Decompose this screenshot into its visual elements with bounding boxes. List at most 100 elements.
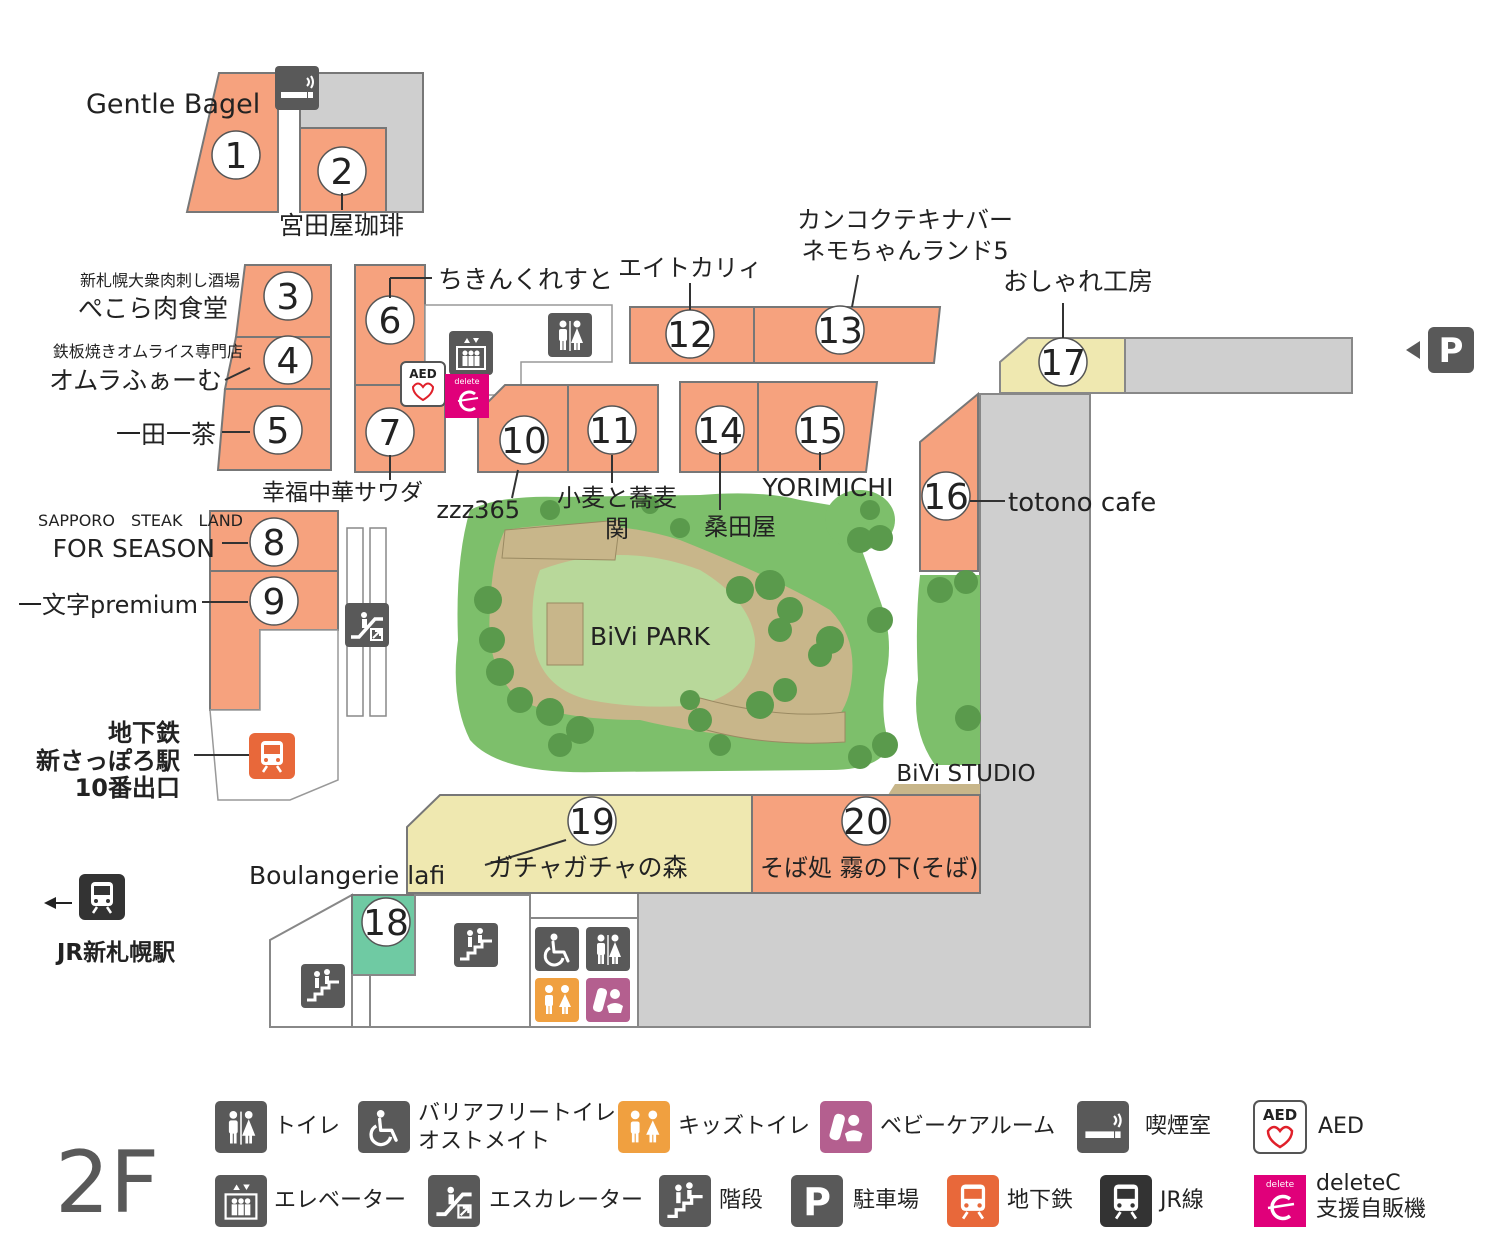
shop-number-11: 11	[589, 411, 635, 452]
legend-parking-label: 駐車場	[853, 1188, 919, 1213]
shop-12-name: エイトカリィ	[618, 254, 762, 282]
shop-number-19: 19	[569, 802, 615, 843]
legend-escalator: エスカレーター	[428, 1175, 643, 1227]
shop-14-name: 桑田屋	[704, 513, 776, 541]
shop-number-circle	[361, 897, 411, 947]
jr-station-label: JR新札幌駅	[55, 939, 175, 966]
legend-parking-letter: P	[803, 1180, 831, 1224]
shop-6-name: ちきんくれすと	[438, 265, 613, 294]
subway-exit-line2: 新さっぽろ駅	[36, 747, 180, 775]
legend-deletec-label2: 支援自販機	[1316, 1197, 1426, 1222]
shop-number-13: 13	[817, 311, 863, 352]
shop-number-1: 1	[225, 136, 248, 177]
floor-label: 2F	[55, 1133, 159, 1233]
shop-7-name: 幸福中華サワダ	[262, 480, 423, 506]
shop-8-sub: SAPPORO STEAK LAND	[38, 511, 243, 530]
subway-exit-line3: 10番出口	[75, 774, 180, 802]
legend-parking: P 駐車場	[791, 1175, 919, 1227]
shop-5-name: 一田一茶	[116, 420, 216, 449]
legend-subway-label: 地下鉄	[1007, 1188, 1073, 1213]
shop-number-16: 16	[923, 477, 969, 518]
aed-text: AED	[409, 367, 436, 381]
shop-number-circle	[263, 271, 313, 321]
legend-accessible-label: バリアフリートイレ	[418, 1101, 616, 1126]
shop-number-18: 18	[363, 903, 409, 944]
shop-number-5: 5	[267, 411, 290, 452]
legend-subway: 地下鉄	[947, 1175, 1073, 1227]
shop-19-name: ガチャガチャの森	[488, 853, 688, 882]
legend-jr-label: JR線	[1158, 1188, 1204, 1213]
shop-13-name2: ネモちゃんランド5	[801, 237, 1008, 265]
bivi-studio-area	[888, 784, 980, 795]
shop-8-name: FOR SEASON	[53, 534, 215, 563]
escalator-icon	[345, 603, 389, 647]
shop-10-name: zzz365	[436, 496, 520, 524]
shop-15-name: YORIMICHI	[762, 473, 894, 502]
shop-18-name: Boulangerie lafi	[249, 861, 445, 890]
shop-number-12: 12	[667, 315, 713, 356]
jr-train-icon	[79, 874, 125, 920]
parking-letter: P	[1439, 331, 1464, 371]
stairs-icon	[454, 923, 498, 967]
shop-number-10: 10	[501, 421, 547, 462]
shop-number-circle	[921, 471, 971, 521]
elevator-icon	[449, 331, 493, 375]
shop-number-circle	[841, 796, 891, 846]
legend-deletec-label: deleteC	[1316, 1171, 1401, 1196]
shop-17-name: おしゃれ工房	[1003, 267, 1153, 296]
legend-restroom-label: トイレ	[274, 1114, 340, 1139]
restroom-icon	[586, 927, 630, 971]
legend-kids-label: キッズトイレ	[678, 1114, 810, 1139]
shop-number-8: 8	[263, 523, 286, 564]
shop-number-circle	[249, 576, 299, 626]
legend-elevator-label: エレベーター	[274, 1188, 406, 1213]
shop-labels: Gentle Bagel 宮田屋珈琲 新札幌大衆肉刺し酒場 ぺこら肉食堂 鉄板焼…	[18, 89, 1156, 966]
shop-number-17: 17	[1040, 343, 1086, 384]
shop-number-circle	[587, 405, 637, 455]
legend-aed-icon-text: AED	[1263, 1106, 1297, 1124]
shop-number-circle	[567, 796, 617, 846]
shop-number-14: 14	[697, 411, 743, 452]
block-19-20	[406, 794, 981, 894]
shop-13-name: カンコクテキナバー	[797, 206, 1013, 234]
shop-number-circle	[815, 305, 865, 355]
shop-3-name: ぺこら肉食堂	[78, 294, 228, 323]
legend: 2F トイレ バリアフリートイレ オストメイト キッズトイレ ベビーケアルーム …	[55, 1100, 1426, 1233]
shop-number-6: 6	[379, 301, 402, 342]
shop-number-15: 15	[797, 411, 843, 452]
legend-smoking-room: 喫煙室	[1077, 1101, 1211, 1153]
shop-number-circle	[211, 130, 261, 180]
legend-restroom: トイレ	[215, 1101, 340, 1153]
subway-icon	[249, 733, 295, 779]
shop-number-7: 7	[379, 413, 402, 454]
delete-text: delete	[454, 377, 479, 386]
parking-icon: P	[1406, 327, 1474, 373]
baby-room-icon	[586, 978, 630, 1022]
kids-restroom-icon	[535, 978, 579, 1022]
park-label: BiVi PARK	[590, 622, 710, 651]
restroom-icon	[548, 313, 592, 357]
leader-lines	[194, 193, 1064, 866]
legend-stairs-label: 階段	[719, 1188, 763, 1213]
deletec-icon: delete	[445, 374, 489, 418]
bivi-park	[455, 490, 981, 773]
shop-number-circle	[263, 335, 313, 385]
shop-20-name: そば処 霧の下(そば)	[760, 854, 978, 882]
subway-exit-line1: 地下鉄	[108, 719, 180, 747]
shop-4-sub: 鉄板焼きオムライス専門店	[53, 342, 243, 361]
shop-11-name: 小麦と蕎麦	[557, 484, 677, 512]
shop-number-9: 9	[263, 582, 286, 623]
legend-jr: JR線	[1100, 1175, 1204, 1227]
legend-accessible-label2: オストメイト	[418, 1129, 550, 1154]
shop-4-name: オムラふぁーむ	[49, 366, 222, 395]
shop-11-name2: 関	[605, 515, 629, 543]
stairs-icon	[301, 964, 345, 1008]
studio-label: BiVi STUDIO	[896, 761, 1035, 787]
arrow-left-icon	[44, 897, 56, 909]
shop-number-circle	[499, 415, 549, 465]
shop-number-circle	[249, 517, 299, 567]
legend-accessible-restroom: バリアフリートイレ オストメイト	[358, 1101, 616, 1154]
shop-number-4: 4	[277, 341, 300, 382]
